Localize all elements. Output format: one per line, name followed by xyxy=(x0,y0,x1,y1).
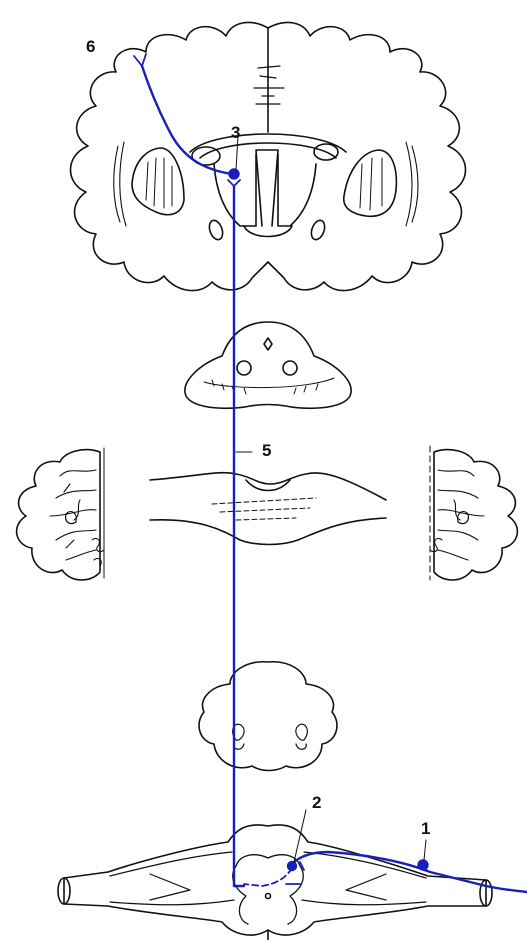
pons-lower-edge xyxy=(150,518,386,545)
label-2: 2 xyxy=(312,794,321,811)
pathway-neurons xyxy=(134,54,527,892)
thalamus-right xyxy=(278,154,316,226)
right-cerebellum-curls xyxy=(430,538,442,551)
label-3: 3 xyxy=(231,124,240,141)
third-ventricle xyxy=(256,150,278,226)
left-cerebellum xyxy=(17,450,100,580)
left-dorsal-root xyxy=(110,852,234,905)
right-dorsal-root xyxy=(302,852,426,905)
left-small-nucleus xyxy=(207,219,225,242)
left-cerebellum-curls xyxy=(92,538,104,566)
thalamocortical-fiber xyxy=(142,66,232,174)
brain-coronal-section xyxy=(71,22,466,290)
cortical-ending-6 xyxy=(134,54,146,66)
central-canal xyxy=(266,894,271,899)
midbrain-right-nucleus xyxy=(283,361,297,375)
pons-fibers xyxy=(212,498,316,520)
label-5: 5 xyxy=(262,442,271,459)
cerebral-aqueduct xyxy=(264,338,272,350)
midbrain-outline xyxy=(185,322,351,408)
label-6: 6 xyxy=(86,38,95,55)
ganglion-cell-1 xyxy=(419,861,428,870)
leader-1 xyxy=(424,840,426,860)
right-olive xyxy=(296,724,308,749)
medulla-section xyxy=(199,662,337,771)
left-cerebellum-folia xyxy=(50,470,96,560)
crossing-fiber xyxy=(244,868,292,886)
midbrain-section xyxy=(185,322,351,408)
pons-upper-edge xyxy=(150,473,386,500)
fissure-branches xyxy=(254,66,284,104)
first-order-fiber xyxy=(292,852,527,892)
label-1: 1 xyxy=(421,820,430,837)
midbrain-hatch xyxy=(204,378,334,394)
right-cerebellum-folia xyxy=(438,470,484,560)
right-cerebellum xyxy=(434,450,517,580)
pons-section xyxy=(17,446,518,580)
right-external-capsule xyxy=(406,142,418,226)
medulla-outline xyxy=(199,662,337,771)
right-small-nucleus xyxy=(309,219,327,242)
left-lentiform-hatch xyxy=(146,158,172,208)
hypothalamus-edge xyxy=(244,226,292,237)
terminal-fork xyxy=(228,180,240,186)
spinal-cord-outline xyxy=(64,825,486,935)
midbrain-left-nucleus xyxy=(237,361,251,375)
left-external-capsule xyxy=(114,142,126,226)
right-lentiform-hatch xyxy=(360,158,382,210)
left-lentiform-nucleus xyxy=(132,148,184,215)
